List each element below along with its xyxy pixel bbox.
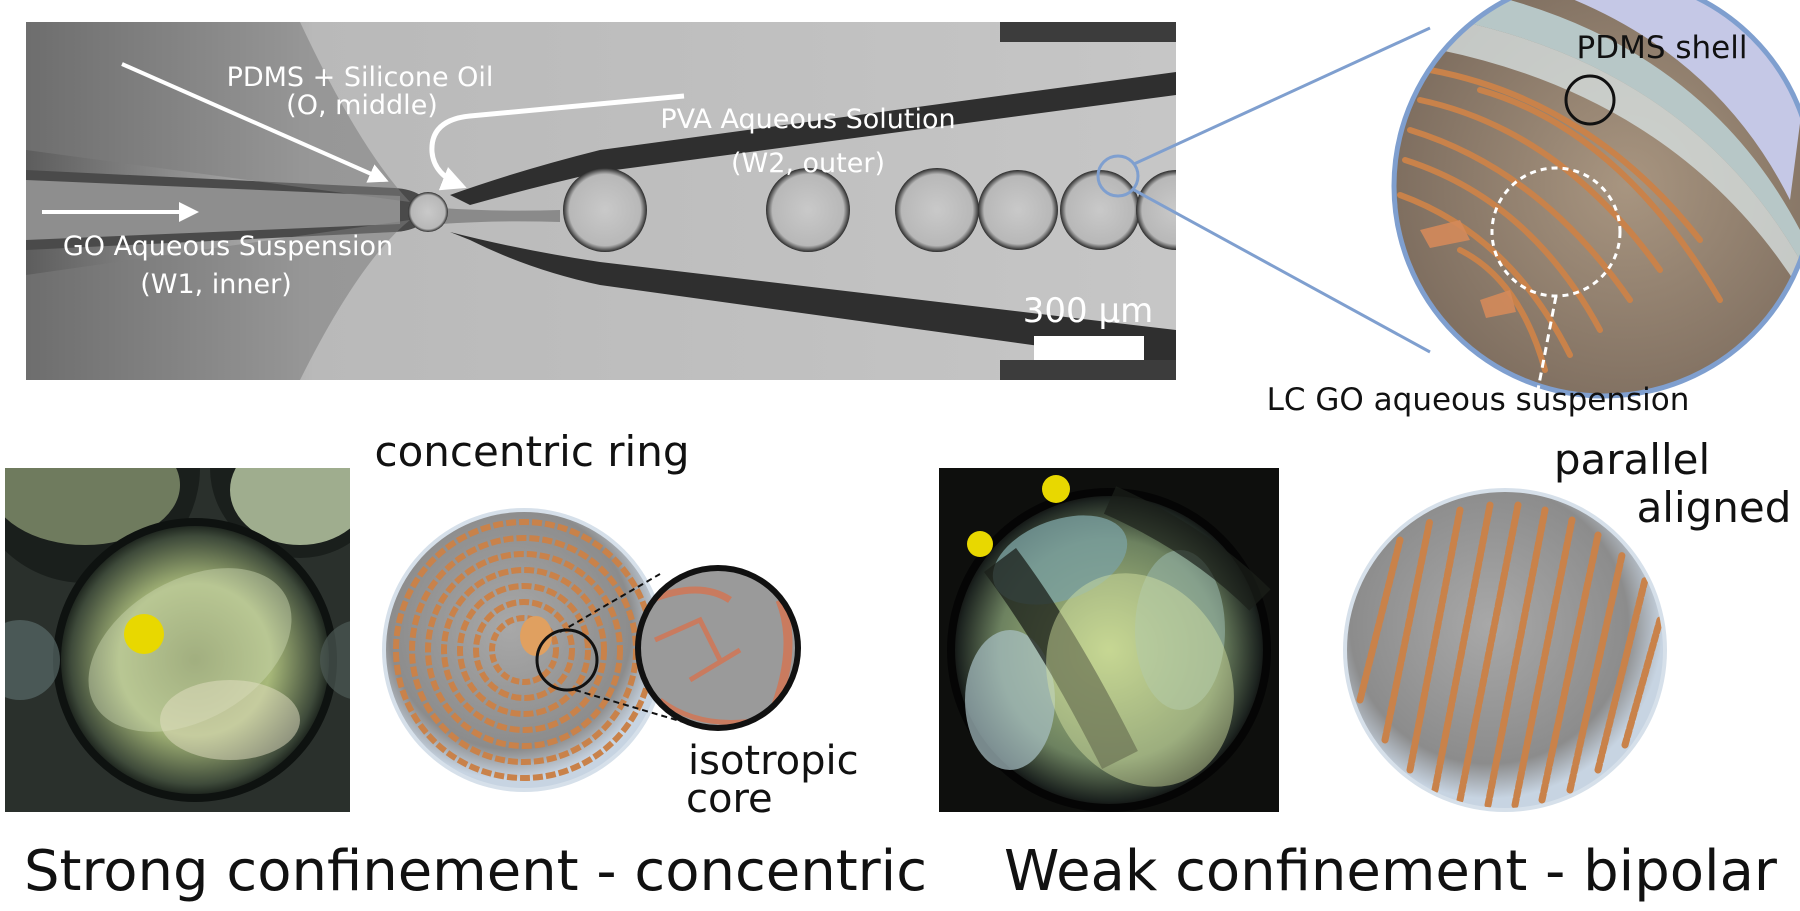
label-aligned: aligned [1637, 483, 1792, 532]
double-emulsion-drop [766, 168, 850, 252]
caption-weak: Weak confinement - bipolar [1004, 839, 1778, 904]
label-pdms-shell: PDMS shell [1577, 30, 1748, 66]
concentric-ring-model: concentric ring isotropic core [374, 427, 858, 822]
microfluidic-micrograph: PDMS + Silicone Oil (O, middle) PVA Aque… [26, 22, 1176, 380]
label-pdms-oil: PDMS + Silicone Oil [227, 62, 494, 93]
label-core: core [686, 776, 773, 822]
double-emulsion-drop [978, 170, 1058, 250]
strong-pom-image [5, 468, 350, 812]
forming-drop [408, 192, 448, 232]
core-magnifier [635, 565, 801, 731]
marker-dot [967, 531, 993, 557]
oil-flow-arrow [121, 62, 389, 183]
label-lc-go: LC GO aqueous suspension [1267, 382, 1690, 418]
double-emulsion-drop [1060, 170, 1140, 250]
label-pva-sub: (W2, outer) [731, 148, 885, 179]
zoom-inset: PDMS shell LC GO aqueous suspension [1267, 0, 1800, 418]
weak-pom-image [939, 468, 1279, 812]
outer-flow-arrow [429, 93, 685, 191]
label-pdms-oil-sub: (O, middle) [286, 90, 438, 121]
zoom-callout [1096, 26, 1431, 354]
bipolar-model: parallel aligned [1343, 435, 1791, 812]
inset-outline [1391, 0, 1800, 399]
label-go: GO Aqueous Suspension [63, 231, 393, 262]
label-isotropic: isotropic [688, 738, 859, 784]
label-concentric-ring: concentric ring [374, 427, 689, 476]
core-zoom-circle [535, 628, 599, 692]
double-emulsion-drop [895, 168, 979, 252]
marker-dot [124, 614, 164, 654]
marker-dot [1042, 475, 1070, 503]
double-emulsion-drop [563, 168, 647, 252]
zoom-source-circle [1096, 154, 1140, 198]
caption-strong: Strong confinement - concentric [24, 839, 927, 904]
scale-bar-label: 300 μm [1023, 291, 1153, 331]
label-pva: PVA Aqueous Solution [660, 104, 955, 135]
scale-bar [1034, 336, 1144, 360]
double-emulsion-drop [1136, 170, 1176, 250]
parallel-sheets [1356, 501, 1663, 808]
label-parallel: parallel [1554, 435, 1710, 484]
label-go-sub: (W1, inner) [140, 269, 292, 300]
shell-marker-circle [1564, 74, 1616, 126]
isotropic-core-blob [520, 616, 552, 656]
